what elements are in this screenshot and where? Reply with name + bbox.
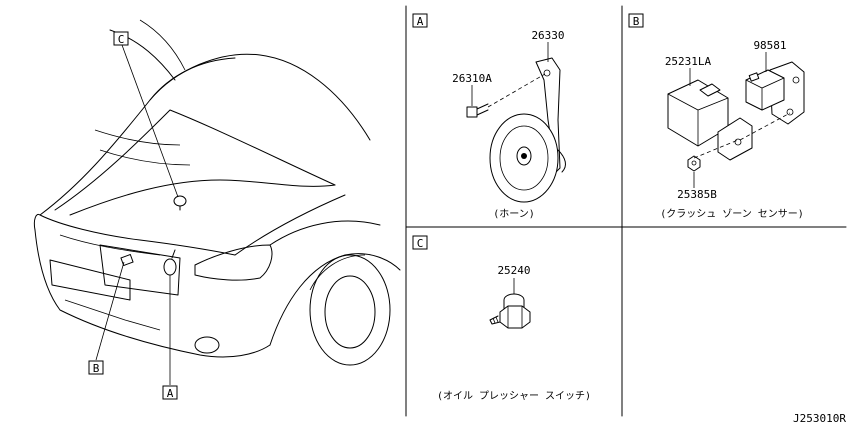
oil-pressure-switch bbox=[489, 293, 531, 329]
callout-b: B bbox=[88, 360, 104, 375]
part-number-98581: 98581 bbox=[753, 39, 786, 52]
panel-c: C 25240 (オイル プレッシャー スイッチ) bbox=[412, 235, 591, 402]
vehicle-front-illustration bbox=[33, 19, 401, 366]
callout-b-label: B bbox=[93, 362, 100, 375]
part-number-26310a: 26310A bbox=[452, 72, 492, 85]
panel-b: B 25231LA bbox=[628, 13, 805, 220]
panel-c-letter: C bbox=[417, 237, 424, 250]
callout-leaders bbox=[95, 44, 179, 385]
panel-grid bbox=[405, 5, 847, 417]
panel-a: A 26330 26310A (ホーン) bbox=[412, 13, 566, 220]
crash-sensor-body bbox=[667, 79, 729, 147]
panel-a-letter: A bbox=[417, 15, 424, 28]
callout-c: C bbox=[113, 31, 129, 46]
part-number-25231la: 25231LA bbox=[665, 55, 712, 68]
part-number-25240: 25240 bbox=[497, 264, 530, 277]
part-number-26330: 26330 bbox=[531, 29, 564, 42]
panel-b-letter: B bbox=[633, 15, 640, 28]
callout-a: A bbox=[162, 385, 178, 400]
callout-c-label: C bbox=[118, 33, 125, 46]
horn-bolt bbox=[466, 103, 489, 118]
panel-b-caption: (クラッシュ ゾーン センサー) bbox=[660, 208, 804, 220]
figure-code: J253010R bbox=[793, 412, 846, 425]
panel-a-caption: (ホーン) bbox=[493, 208, 535, 220]
callout-a-label: A bbox=[167, 387, 174, 400]
panel-c-caption: (オイル プレッシャー スイッチ) bbox=[437, 390, 591, 402]
sensor-nut bbox=[687, 155, 701, 172]
part-number-25385b: 25385B bbox=[677, 188, 717, 201]
sensor-connector bbox=[745, 69, 785, 111]
